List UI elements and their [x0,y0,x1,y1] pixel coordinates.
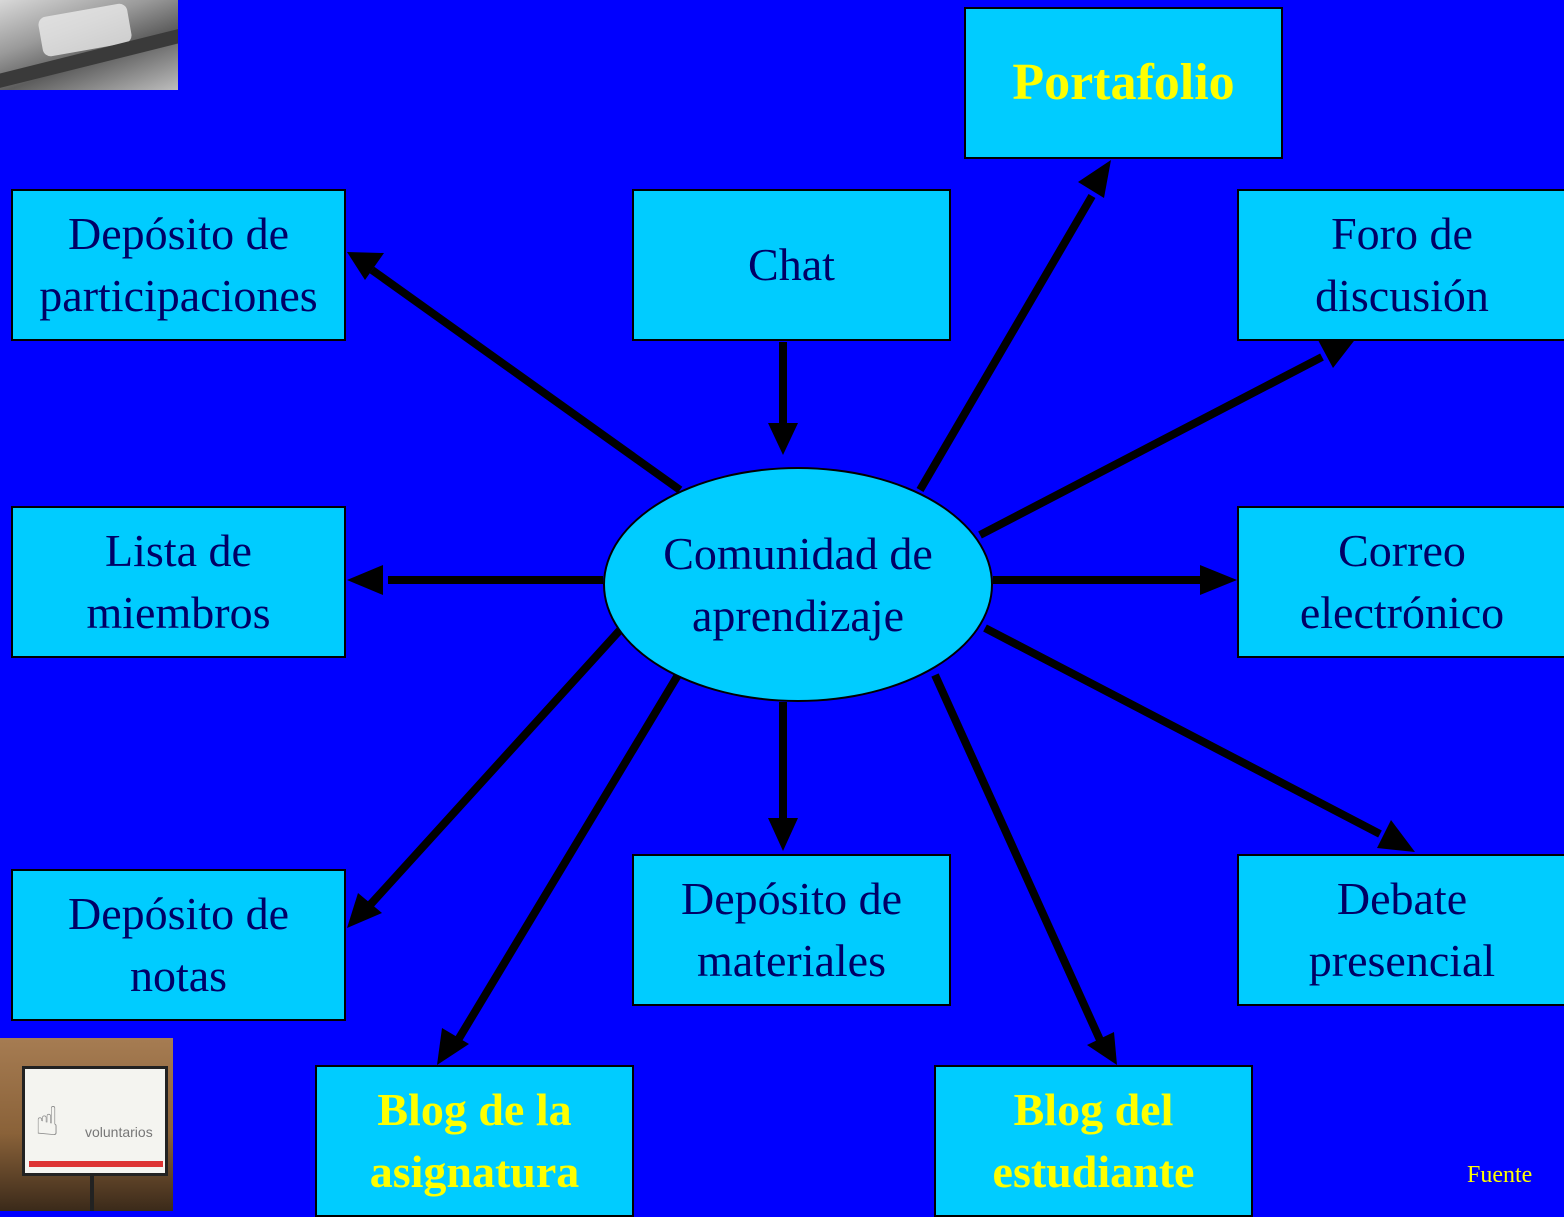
arrowhead-lista [347,565,383,595]
node-label-line2: miembros [86,587,271,638]
arrowhead-portafolio [1078,160,1111,198]
node-deposito-participaciones: Depósito de participaciones [11,189,346,341]
source-credit: Fuente [1467,1162,1533,1188]
node-lista: Lista de miembros [11,506,346,658]
arrowhead-deposito-notas [347,893,382,928]
arrowhead-blog-estudiante [1087,1032,1117,1065]
node-label-line1: Debate [1336,873,1468,924]
node-deposito-materiales: Depósito de materiales [632,854,951,1006]
node-blog-estudiante: Blog del estudiante [934,1065,1253,1217]
node-label-line2: discusión [1315,270,1489,321]
node-label-line2: materiales [696,935,886,986]
arrow-to-foro [978,353,1324,539]
node-label-line2: presencial [1308,935,1496,986]
node-chat: Chat [632,189,951,341]
arrow-to-debate [983,624,1382,838]
node-label-line2: estudiante [992,1146,1195,1197]
node-blog-asignatura: Blog de la asignatura [315,1065,634,1217]
node-label-line1: Foro de [1331,208,1473,259]
node-label-line1: Correo [1338,525,1466,576]
node-label: Portafolio [1012,54,1235,111]
center-label-line1: Comunidad de [663,527,933,579]
arrow-to-blog-asignatura [454,672,682,1043]
node-label-line2: asignatura [369,1146,580,1197]
hand-icon: ☝ [35,1099,60,1145]
arrowhead-deposito-participaciones [347,252,384,280]
arrow-to-deposito-participaciones [369,266,683,494]
center-node-comunidad: Comunidad de aprendizaje [603,467,993,702]
arrowhead-foro [1318,337,1357,368]
node-label-line1: Lista de [105,525,252,576]
node-portafolio: Portafolio [964,7,1283,159]
arrow-to-deposito-notas [367,627,623,908]
arrow-to-blog-estudiante [931,673,1104,1042]
node-label-line1: Blog de la [377,1084,572,1135]
bottom-photo: ☝ voluntarios [0,1038,173,1211]
node-label-line1: Depósito de [67,208,289,259]
node-label-line2: electrónico [1299,587,1505,638]
arrowhead-blog-asignatura [437,1028,469,1065]
arrowhead-chat [768,423,798,455]
arrowhead-correo [1200,565,1237,595]
node-label-line1: Depósito de [67,888,289,939]
node-deposito-notas: Depósito de notas [11,869,346,1021]
center-label-line2: aprendizaje [692,589,904,641]
arrowhead-debate [1377,820,1415,852]
node-label: Chat [748,239,835,290]
node-label-line1: Blog del [1013,1084,1174,1135]
arrowhead-deposito-materiales [768,818,798,851]
node-foro: Foro de discusión [1237,189,1564,341]
cibervoluntarios-logo: voluntarios [85,1124,153,1140]
node-label-line2: notas [129,950,228,1001]
node-debate: Debate presencial [1237,854,1564,1006]
node-correo: Correo electrónico [1237,506,1564,658]
top-photo [0,0,178,90]
arrow-to-portafolio [916,193,1096,493]
node-label-line2: participaciones [39,270,318,321]
node-label-line1: Depósito de [680,873,902,924]
